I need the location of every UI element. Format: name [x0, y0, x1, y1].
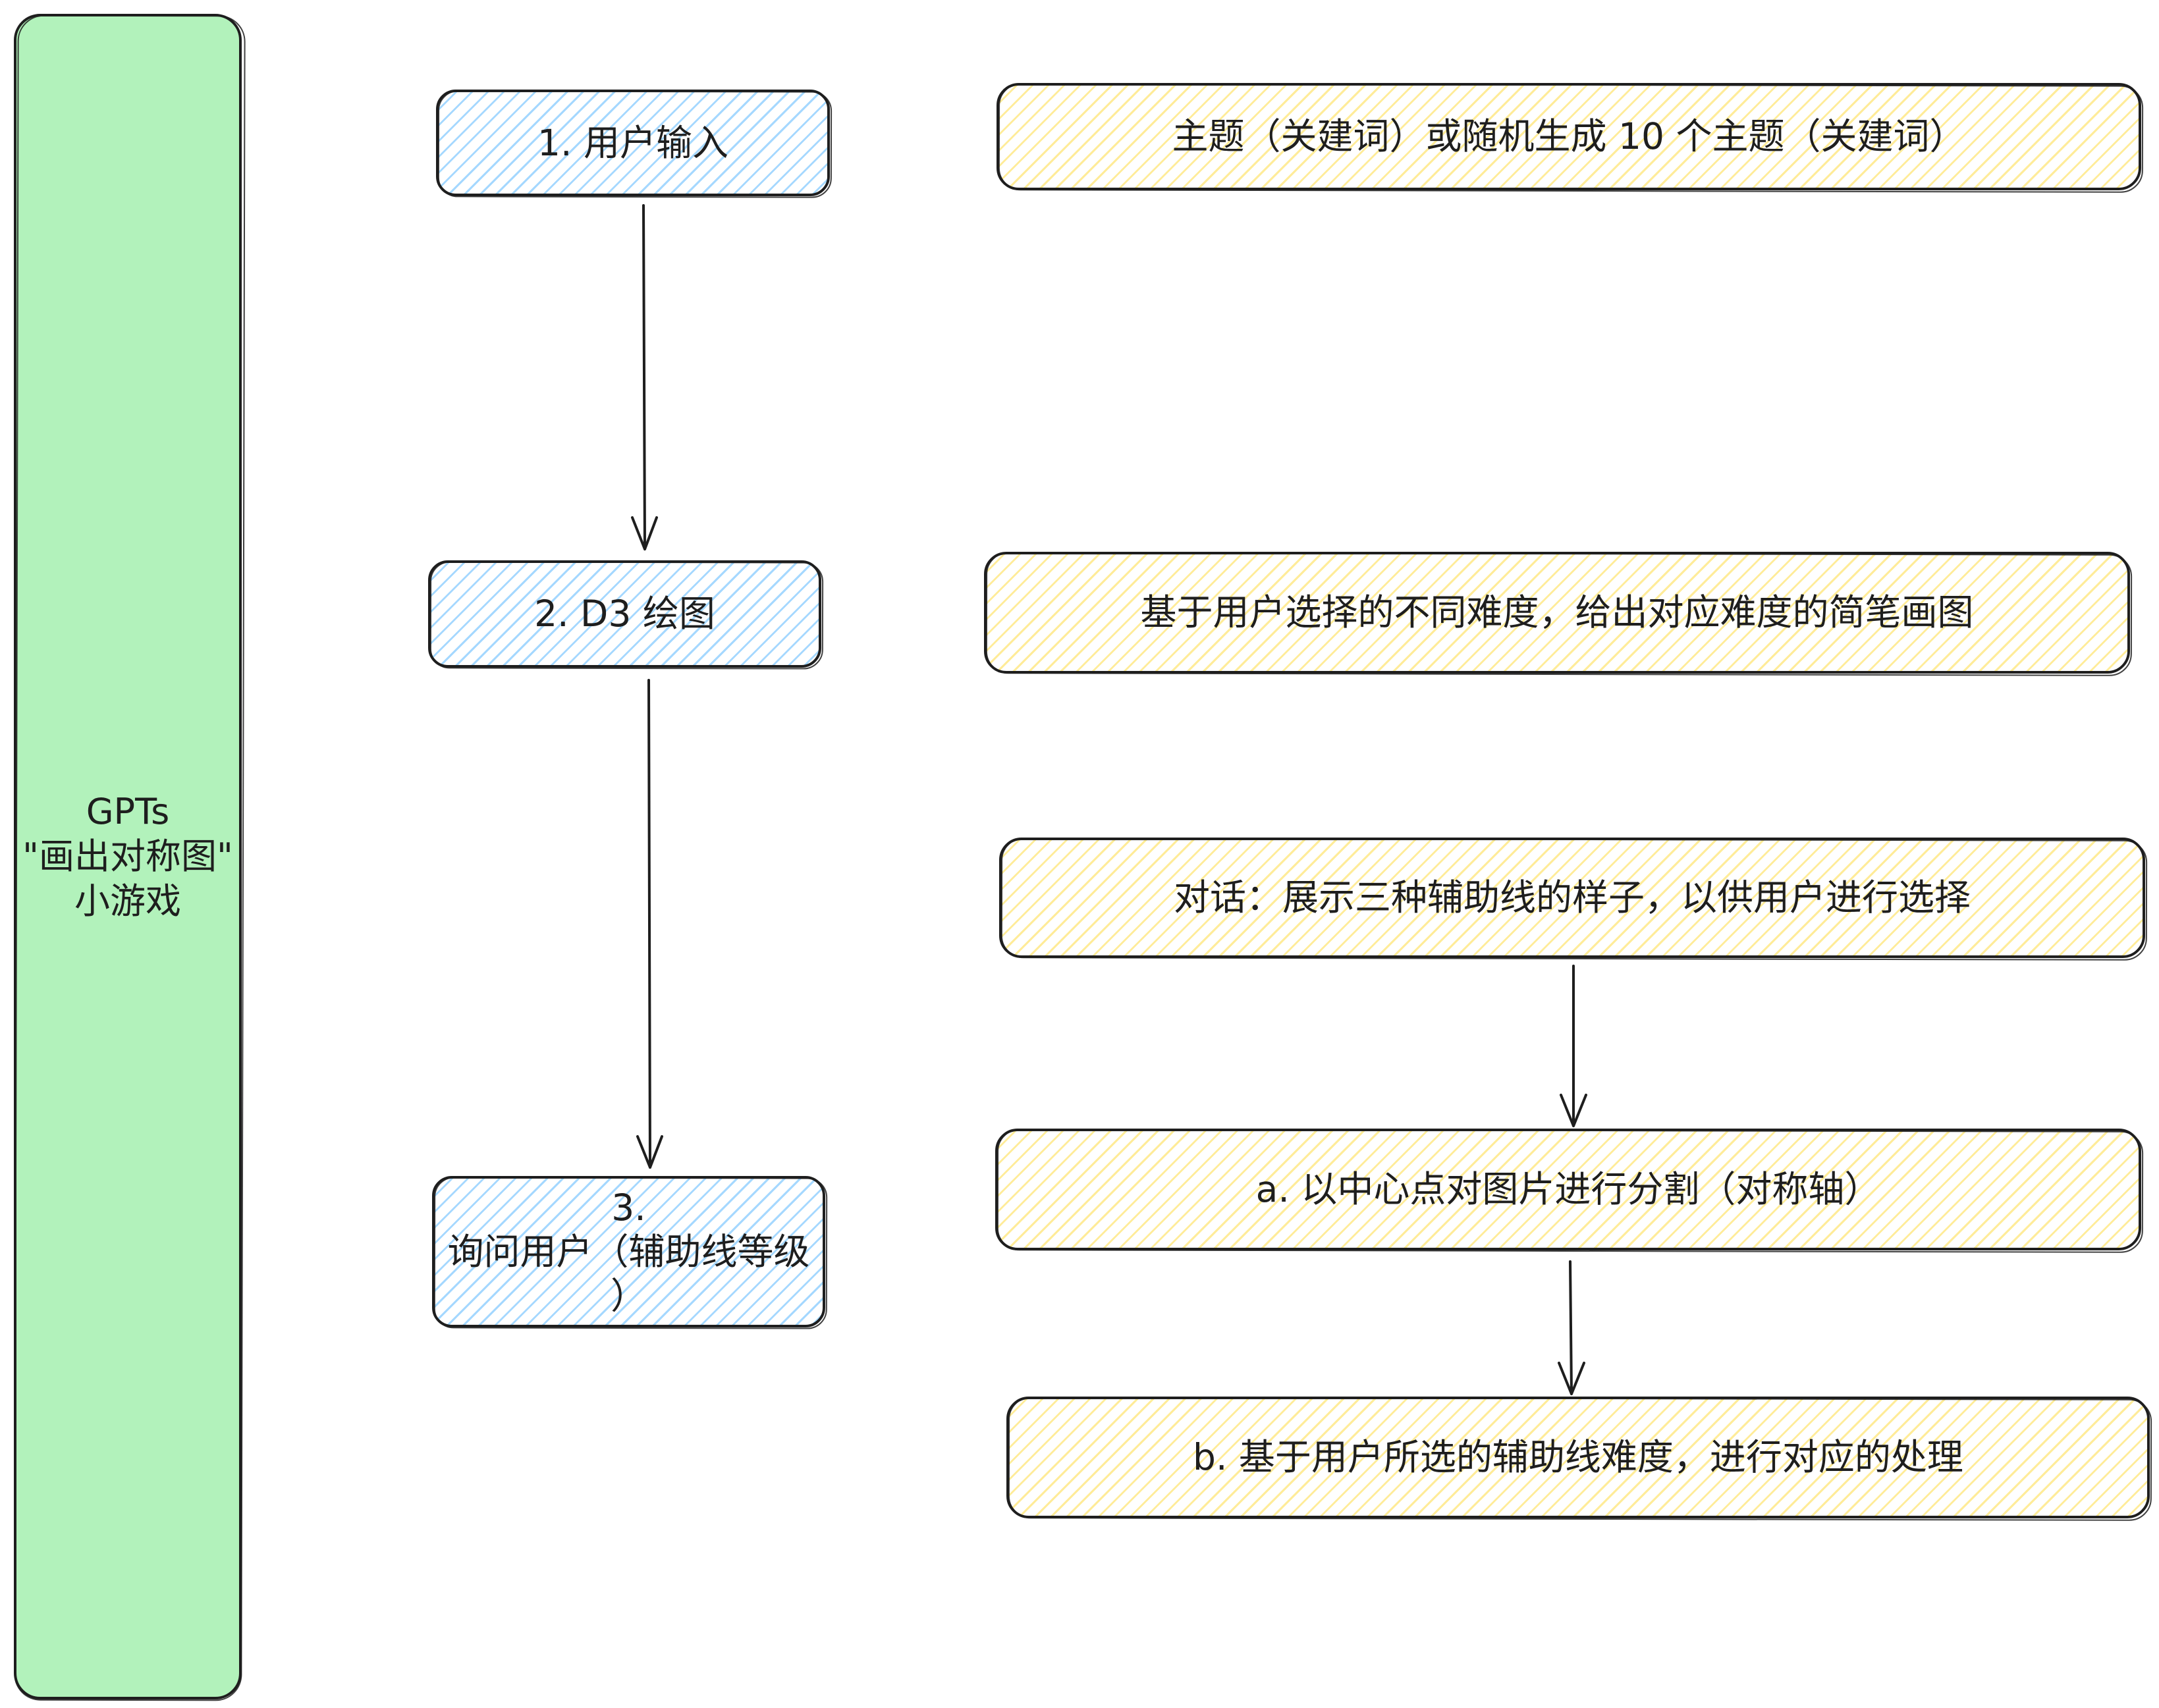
step-user-input-box: 1. 用户输入: [436, 90, 830, 196]
step-d3-draw-box: 2. D3 绘图: [428, 560, 821, 668]
title-line-game: 小游戏: [74, 880, 181, 922]
arrow-step2-to-step3: [636, 679, 663, 1169]
note-split-text: a. 以中心点对图片进行分割（对称轴）: [1255, 1168, 1881, 1210]
step-ask-user-line-3: ）: [610, 1274, 647, 1317]
note-topic-box: 主题（关建词）或随机生成 10 个主题（关建词）: [997, 83, 2141, 190]
title-line-name: "画出对称图": [22, 836, 233, 877]
arrow-split-to-process: [1558, 1260, 1585, 1395]
arrow-dialog-to-split: [1560, 965, 1587, 1127]
note-drawing-text: 基于用户选择的不同难度，给出对应难度的简笔画图: [1140, 591, 1974, 633]
note-split-box: a. 以中心点对图片进行分割（对称轴）: [995, 1129, 2141, 1250]
gpts-game-title-box: GPTs "画出对称图" 小游戏: [14, 14, 242, 1699]
note-dialog-text: 对话：展示三种辅助线的样子，以供用户进行选择: [1173, 876, 1971, 919]
arrow-step1-to-step2: [631, 204, 658, 550]
step-ask-user-box: 3. 询问用户（辅助线等级 ）: [432, 1176, 825, 1327]
note-process-box: b. 基于用户所选的辅助线难度，进行对应的处理: [1006, 1397, 2150, 1518]
note-dialog-box: 对话：展示三种辅助线的样子，以供用户进行选择: [999, 838, 2145, 958]
step-user-input-label: 1. 用户输入: [537, 121, 728, 164]
note-process-text: b. 基于用户所选的辅助线难度，进行对应的处理: [1193, 1436, 1963, 1478]
step-ask-user-line-2: 询问用户（辅助线等级: [447, 1230, 810, 1273]
step-d3-draw-label: 2. D3 绘图: [534, 593, 715, 635]
title-line-gpts: GPTs: [86, 791, 170, 832]
step-ask-user-line-1: 3.: [611, 1186, 646, 1229]
note-topic-text: 主题（关建词）或随机生成 10 个主题（关建词）: [1172, 115, 1966, 157]
note-drawing-box: 基于用户选择的不同难度，给出对应难度的简笔画图: [984, 552, 2130, 674]
